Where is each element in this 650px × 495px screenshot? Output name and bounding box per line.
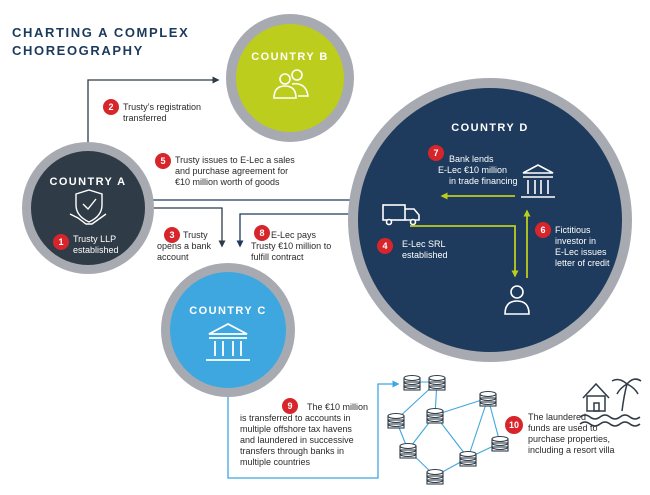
step-badge-8: 8 — [254, 225, 270, 241]
country-d-label: COUNTRY D — [451, 122, 528, 134]
arrow-c-to-tax-havens — [227, 380, 400, 479]
coin-stack-icon — [387, 412, 405, 429]
people-icon — [273, 69, 309, 99]
step-badge-2: 2 — [103, 99, 119, 115]
person-icon — [504, 285, 530, 315]
step-badge-1: 1 — [53, 234, 69, 250]
step-badge-7: 7 — [428, 145, 444, 161]
truck-icon — [382, 204, 420, 226]
step-7-text: Bank lends E-Lec €10 million in trade fi… — [438, 154, 518, 186]
laundering-network — [387, 374, 509, 485]
step-3-text: Trusty opens a bank account — [157, 230, 214, 262]
svg-text:10: 10 — [509, 420, 519, 430]
step-badge-9: 9 — [282, 398, 298, 414]
country-b-label: COUNTRY B — [251, 51, 328, 63]
coin-stack-icon — [426, 468, 444, 485]
title-line-2: CHOREOGRAPHY — [12, 43, 144, 58]
step-1-text: Trusty LLP established — [73, 234, 119, 255]
arrow-a-to-b — [87, 76, 220, 150]
country-c-label: COUNTRY C — [189, 305, 266, 317]
country-a-label: COUNTRY A — [50, 176, 127, 188]
coin-stack-icon — [426, 407, 444, 424]
arrow-d-to-c — [236, 213, 358, 248]
svg-text:3: 3 — [169, 230, 174, 240]
step-9-text: The €10 million is transferred to accoun… — [240, 402, 371, 467]
step-badge-10: 10 — [505, 416, 523, 434]
step-8-text: E-Lec pays Trusty €10 million to fulfill… — [251, 230, 334, 262]
coin-stack-icon — [399, 442, 417, 459]
bank-icon — [206, 322, 250, 361]
svg-text:4: 4 — [382, 241, 387, 251]
coin-stack-icon — [459, 450, 477, 467]
svg-text:5: 5 — [160, 156, 165, 166]
svg-text:1: 1 — [58, 237, 63, 247]
money-transfer-link — [434, 397, 489, 416]
coin-stack-icon — [491, 435, 509, 452]
step-6-text: Fictitious investor in E-Lec issues lett… — [555, 225, 610, 268]
coin-stack-icon — [403, 374, 421, 391]
country-c-circle — [170, 272, 286, 388]
handshake-shield-icon — [69, 189, 107, 225]
coin-stack-icon — [479, 390, 497, 407]
step-badge-3: 3 — [164, 227, 180, 243]
svg-text:6: 6 — [540, 225, 545, 235]
step-badge-6: 6 — [535, 222, 551, 238]
svg-text:9: 9 — [287, 401, 292, 411]
step-2-text: Trusty’s registration transferred — [123, 102, 204, 123]
arrow-a-to-c — [148, 207, 226, 248]
country-d-circle — [358, 88, 622, 352]
svg-text:2: 2 — [108, 102, 113, 112]
resort-villa-icon — [579, 378, 642, 427]
svg-text:8: 8 — [259, 228, 264, 238]
step-4-text: E-Lec SRL established — [402, 239, 448, 260]
title-line-1: CHARTING A COMPLEX — [12, 25, 189, 40]
step-badge-5: 5 — [155, 153, 171, 169]
money-transfer-link — [467, 397, 489, 459]
bank-icon — [521, 164, 555, 198]
coin-stack-icon — [428, 374, 446, 391]
svg-text:7: 7 — [433, 148, 438, 158]
arrow-elec-to-investor — [410, 225, 519, 278]
step-10-text: The laundered funds are used to purchase… — [528, 412, 615, 455]
step-5-text: Trusty issues to E-Lec a sales and purch… — [175, 155, 297, 187]
step-badge-4: 4 — [377, 238, 393, 254]
